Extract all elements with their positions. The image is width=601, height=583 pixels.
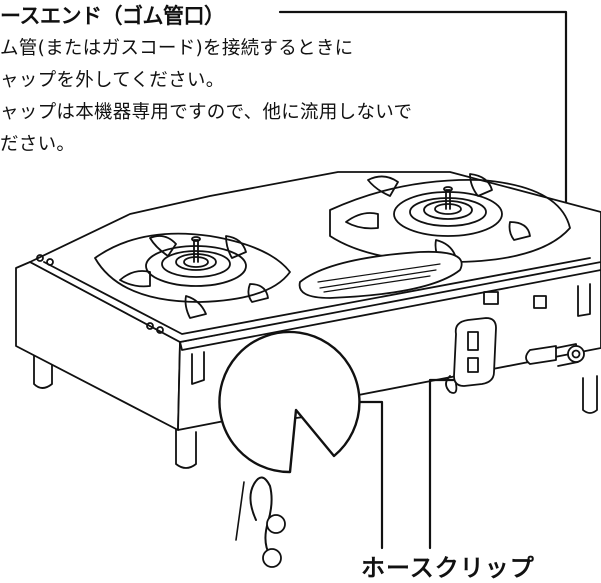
note-line-2: ャップを外してください。	[0, 70, 225, 91]
note-line-3: ャップは本機器専用ですので、他に流用しないで	[0, 102, 413, 123]
clip-leader-left	[350, 400, 384, 550]
clip-zoom-callout	[218, 330, 361, 568]
foot-right	[582, 375, 598, 414]
side-bracket-left	[191, 351, 205, 385]
front-slot-2	[483, 291, 499, 305]
front-slot-3	[533, 295, 547, 309]
side-bracket-right	[577, 283, 591, 317]
top-front-edge	[179, 269, 601, 351]
hose-end-title: ースエンド（ゴム管口）	[0, 4, 225, 28]
top-inner-rim	[43, 257, 591, 335]
hose-end	[525, 343, 585, 367]
note-line-4: ださい。	[0, 134, 76, 155]
grill-window	[298, 250, 463, 299]
foot-left	[33, 345, 53, 389]
clip-leader-right	[428, 378, 456, 550]
burner-well-left	[94, 232, 291, 303]
burner-right	[345, 173, 531, 263]
hose-clip-label: ホースクリップ	[361, 554, 535, 582]
note-line-1: ム管(またはガスコード)を接続するときに	[0, 38, 354, 59]
foot-front	[175, 427, 197, 469]
burner-left	[119, 235, 269, 319]
control-frame-right	[453, 317, 497, 387]
